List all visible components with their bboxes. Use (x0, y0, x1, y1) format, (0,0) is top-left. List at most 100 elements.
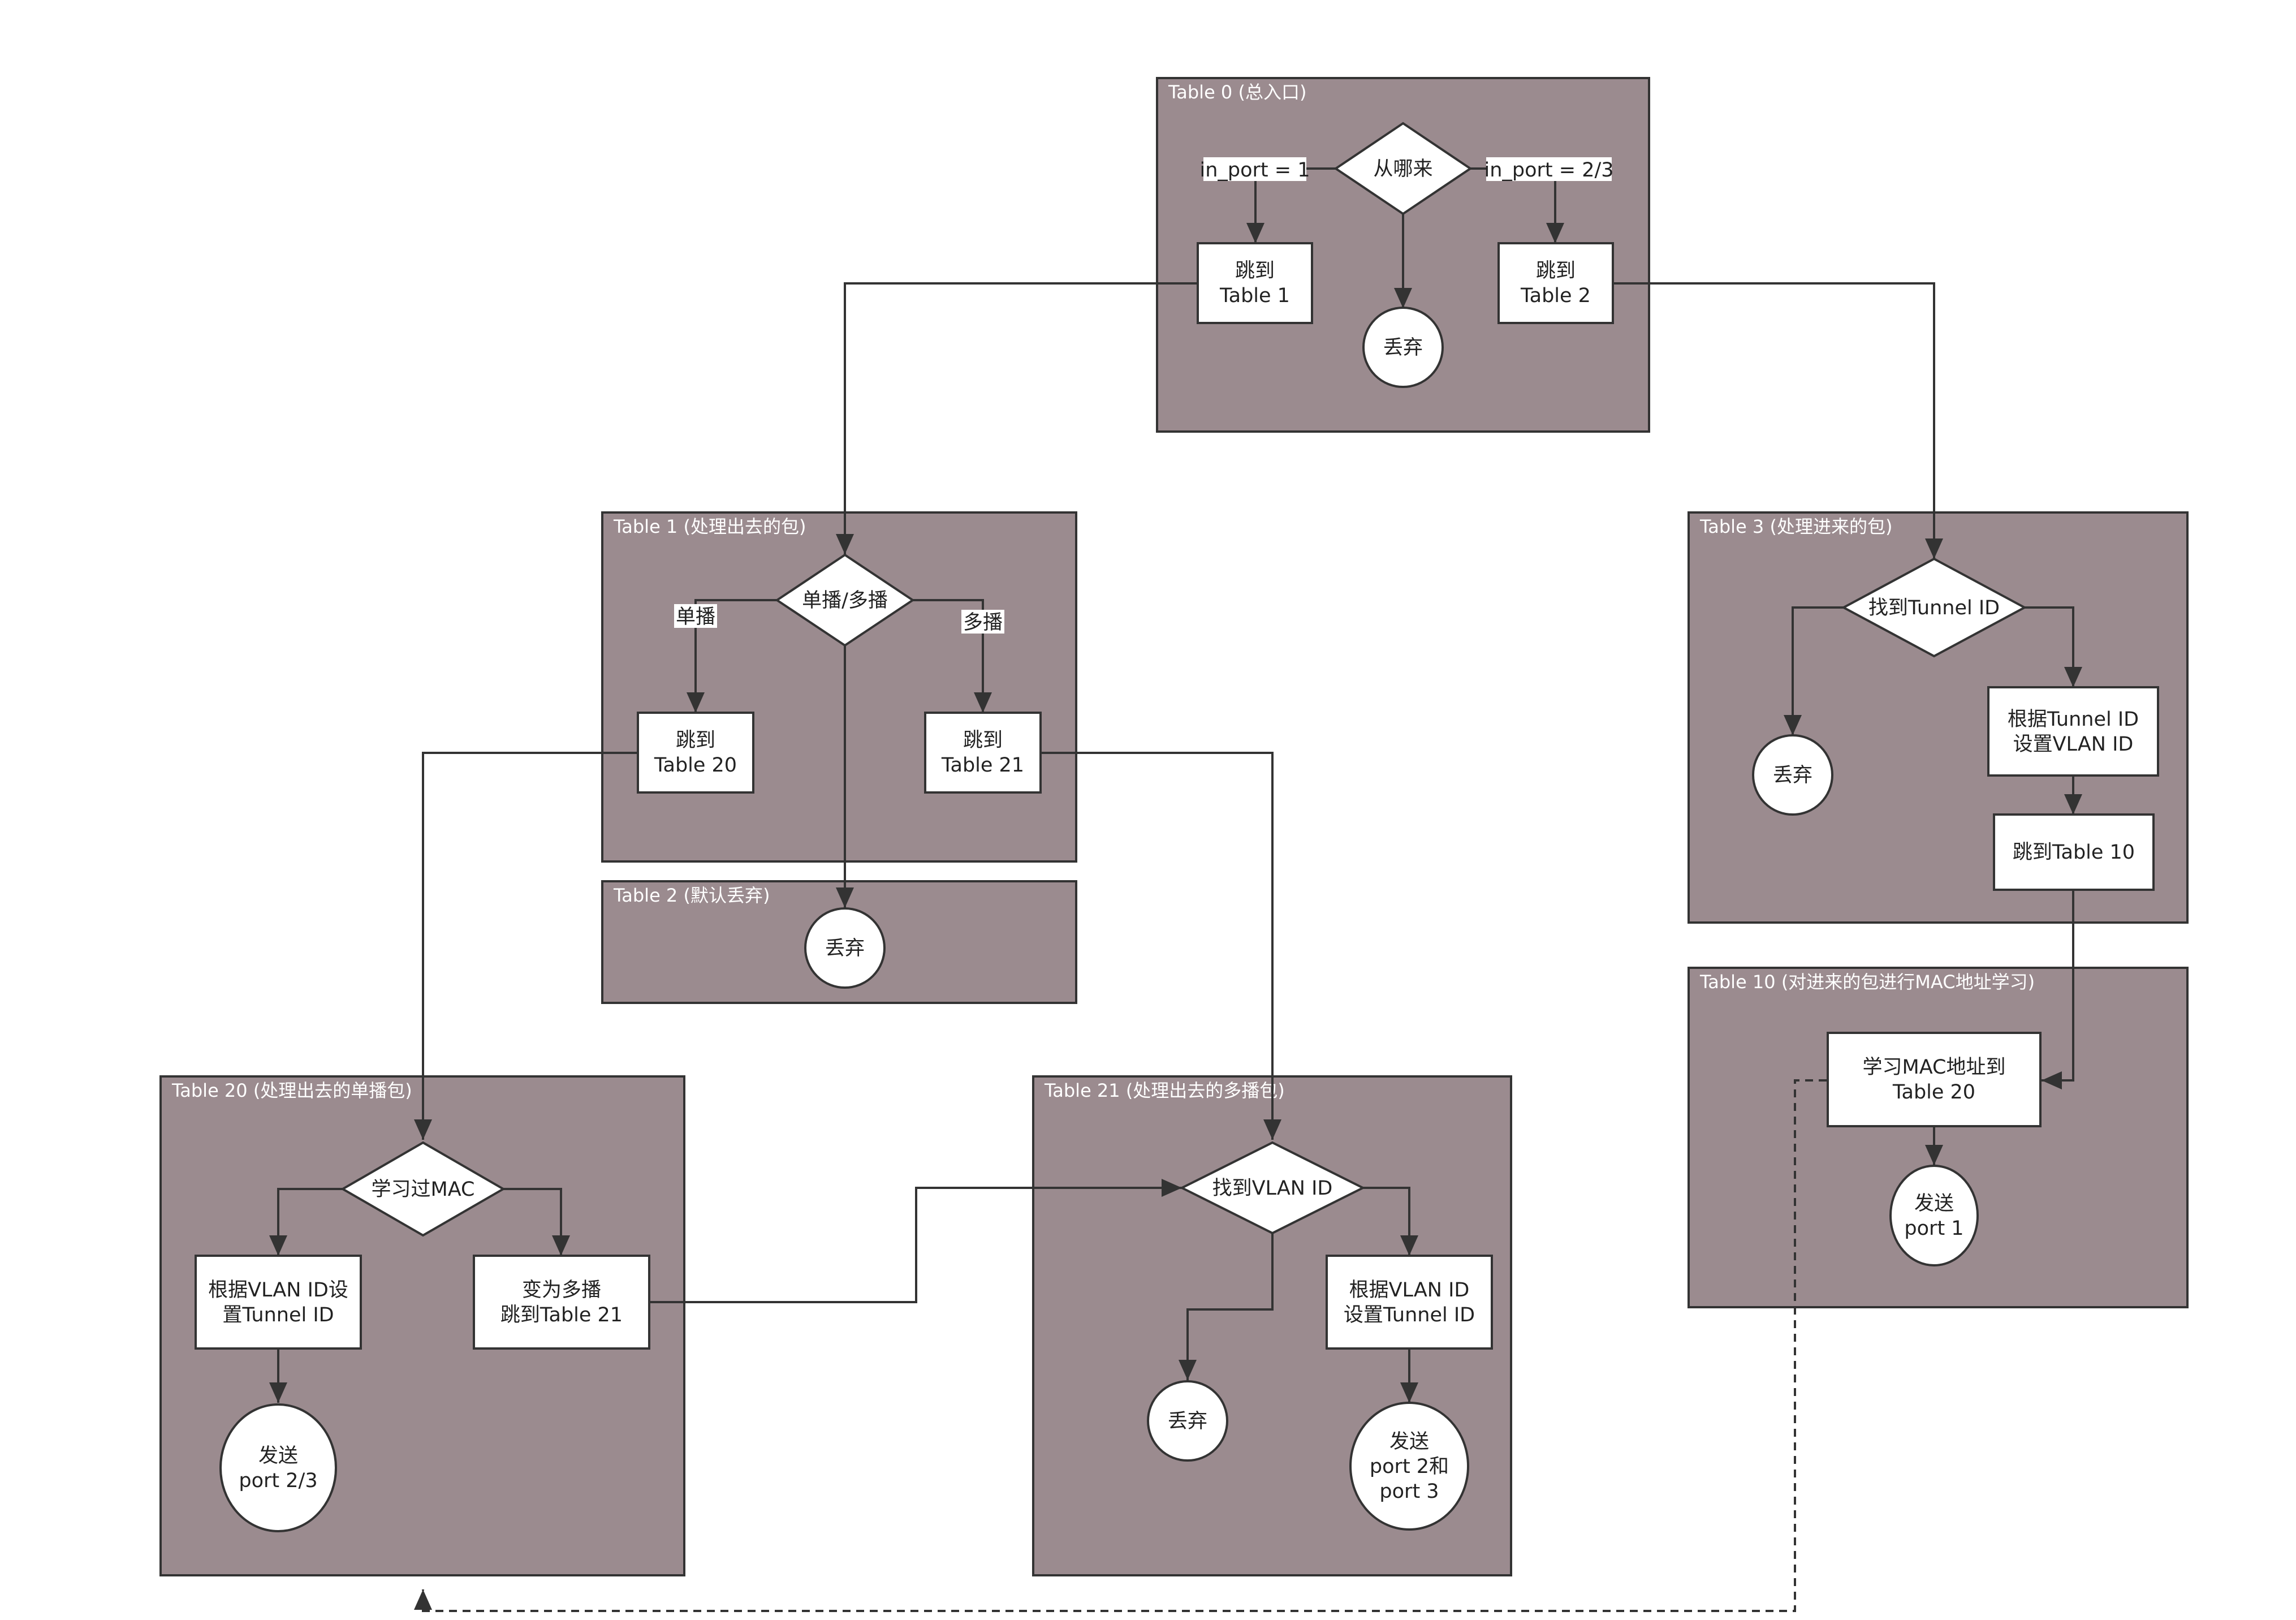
node-label-line: Table 20 (1892, 1081, 1975, 1104)
node-label-line: Table 20 (654, 754, 737, 777)
table-0-title: Table 0 (总入口) (1168, 81, 1306, 103)
t3-jump-table10-label: 跳到Table 10 (2013, 841, 2135, 864)
t21-decision-node: 找到VLAN ID (1179, 1141, 1366, 1235)
t0-drop-shape (1362, 307, 1444, 388)
edge-t1-to-t20 (414, 752, 638, 1140)
table-3-title: Table 3 (处理进来的包) (1699, 516, 1892, 537)
node-label-line: 跳到 (963, 729, 1003, 752)
t3-decision-node: 找到Tunnel ID (1841, 557, 2027, 658)
t2-drop-node: 丢弃 (804, 907, 886, 989)
node-label-line: 设置VLAN ID (2013, 733, 2134, 756)
t20-set-tunnel-shape (195, 1255, 362, 1350)
node-label-line: 设置Tunnel ID (1344, 1304, 1475, 1326)
table-21-title: Table 21 (处理出去的多播包) (1044, 1080, 1285, 1101)
node-label-line: 找到Tunnel ID (1868, 597, 2000, 619)
t2-drop-shape (804, 907, 886, 989)
node-label-line: Table 1 (1219, 285, 1290, 307)
edge-t0-to-t3 (1614, 282, 1943, 559)
edge-t3-drop (1784, 606, 1844, 735)
node-label-line: 丢弃 (1168, 1410, 1207, 1433)
node-label-line: 发送 (1914, 1192, 1954, 1215)
t10-send-shape (1889, 1165, 1979, 1266)
t21-send-shape (1349, 1402, 1469, 1531)
t2-drop-label: 丢弃 (825, 937, 865, 960)
node-label-line: 学习过MAC (372, 1178, 475, 1201)
t3-jump-table10-node: 跳到Table 10 (1993, 813, 2155, 891)
node-label-line: Table 21 (941, 754, 1024, 777)
node-label-line: 单播/多播 (802, 589, 888, 612)
t20-send-label: 发送 port 2/3 (239, 1445, 317, 1492)
t20-decision-shape (340, 1141, 506, 1237)
t3-set-vlan-shape (1987, 686, 2159, 777)
edge-t10-learn-to-t20 (414, 1079, 1827, 1612)
in-port-1-label: in_port = 1 (1200, 159, 1310, 182)
t1-jump-table21-shape (924, 712, 1042, 794)
node-label-line: port 1 (1904, 1217, 1963, 1240)
node-label-line: 置Tunnel ID (222, 1304, 334, 1326)
node-label-line: 发送 (258, 1445, 298, 1467)
node-label-line: 根据VLAN ID (1349, 1279, 1470, 1302)
node-label-line: 从哪来 (1373, 158, 1432, 180)
t0-decision-label: 从哪来 (1373, 158, 1432, 180)
edge-labels: in_port = 1 in_port = 2/3 单播 多播 (674, 157, 1614, 634)
table-10-title: Table 10 (对进来的包进行MAC地址学习) (1699, 971, 2035, 993)
edge-t20-to-t21 (649, 1179, 1182, 1303)
unicast-label: 单播 (676, 606, 715, 628)
edge-t21-drop (1179, 1233, 1274, 1380)
t1-jump-table20-shape (637, 712, 754, 794)
t10-learn-mac-shape (1827, 1032, 2042, 1127)
node-label-line: port 2/3 (239, 1470, 317, 1492)
node-label-line: 根据VLAN ID设 (208, 1279, 348, 1302)
t1-decision-label: 单播/多播 (802, 589, 888, 612)
t20-decision-label: 学习过MAC (372, 1178, 475, 1201)
node-label-line: 丢弃 (825, 937, 865, 960)
node-label-line: 找到VLAN ID (1212, 1177, 1333, 1200)
node-label-line: 跳到 (676, 729, 715, 752)
node-label-line: 跳到 (1536, 260, 1576, 282)
node-label-line: port 3 (1379, 1480, 1439, 1503)
table-20-title: Table 20 (处理出去的单播包) (171, 1080, 412, 1101)
t3-drop-node: 丢弃 (1752, 734, 1833, 816)
t21-decision-shape (1179, 1141, 1366, 1235)
t3-drop-label: 丢弃 (1773, 764, 1812, 787)
t21-decision-label: 找到VLAN ID (1212, 1177, 1333, 1200)
node-label-line: 跳到Table 10 (2013, 841, 2135, 864)
node-label-line: 丢弃 (1383, 337, 1423, 359)
t20-to-multicast-node: 变为多播跳到Table 21 (473, 1255, 650, 1350)
in-port-1-label-bg (1203, 157, 1306, 181)
t3-drop-shape (1752, 734, 1833, 816)
t20-set-tunnel-node: 根据VLAN ID设置Tunnel ID (195, 1255, 362, 1350)
edge-t3-found (2025, 606, 2082, 687)
t1-decision-shape (775, 553, 915, 647)
edge-t3-to-t10 (2042, 890, 2074, 1089)
node-label-line: port 2和 (1370, 1455, 1449, 1478)
t0-drop-label: 丢弃 (1383, 337, 1423, 359)
t21-drop-node: 丢弃 (1147, 1380, 1228, 1462)
t20-to-multicast-shape (473, 1255, 650, 1350)
t21-drop-label: 丢弃 (1168, 1410, 1207, 1433)
edge-t20-learned (269, 1188, 343, 1256)
edge-multicast (913, 599, 992, 713)
unicast-label-bg (674, 604, 717, 628)
t3-decision-shape (1841, 557, 2027, 658)
t3-jump-table10-shape (1993, 813, 2155, 891)
multicast-label: 多播 (963, 611, 1003, 634)
t0-drop-node: 丢弃 (1362, 307, 1444, 388)
node-label-line: 跳到Table 21 (500, 1304, 623, 1326)
